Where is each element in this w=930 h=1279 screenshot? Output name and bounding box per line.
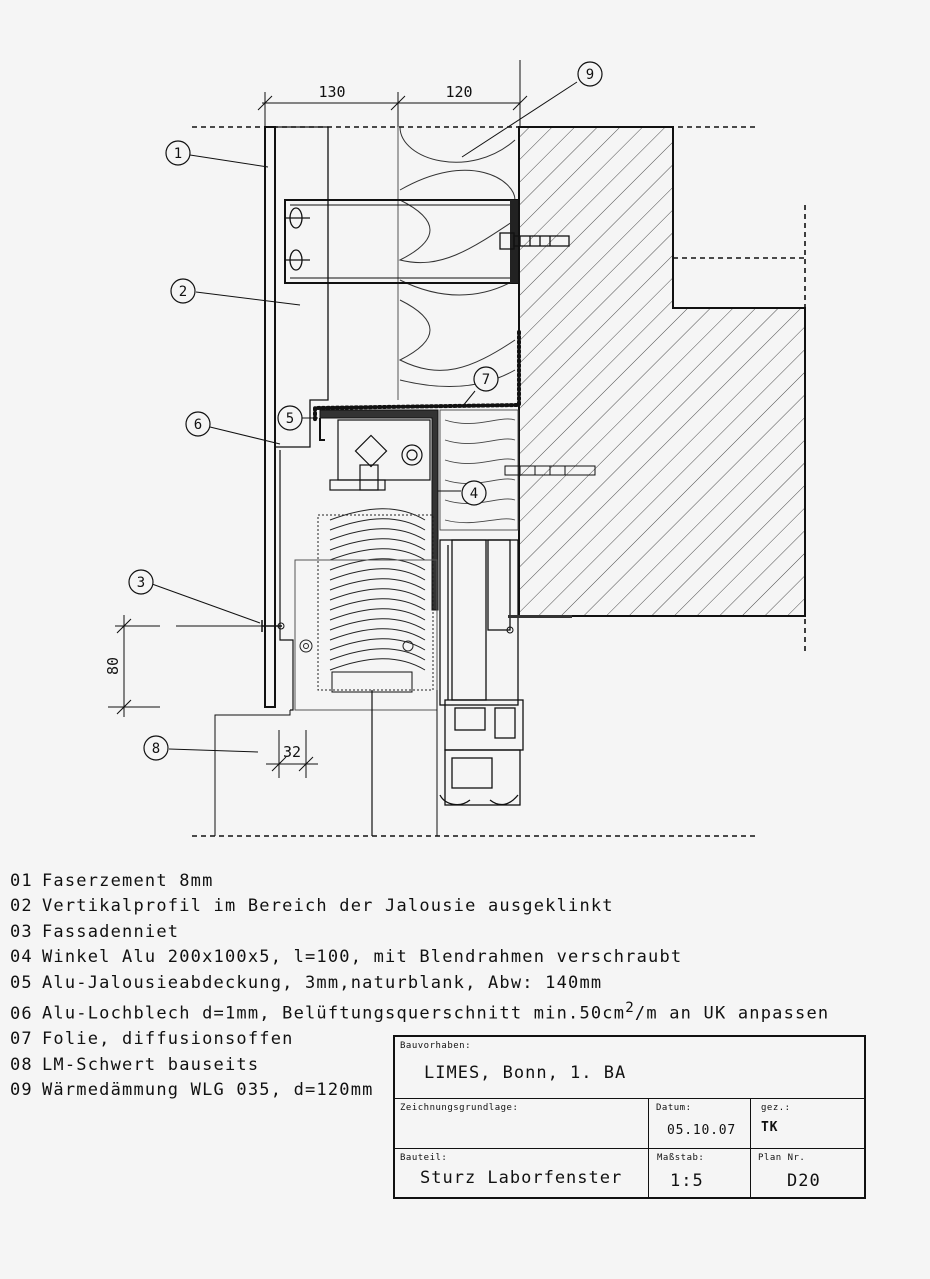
insulation xyxy=(397,126,516,400)
inner-insulation xyxy=(439,409,519,531)
scale-value: 1:5 xyxy=(670,1171,704,1191)
dim-130: 130 xyxy=(318,83,345,101)
dim-80: 80 xyxy=(104,657,122,675)
zeichnungsgrundlage-label: Zeichnungsgrundlage: xyxy=(400,1103,519,1113)
cladding-panel xyxy=(264,126,276,708)
callout-8: 8 xyxy=(143,735,169,761)
title-block: Bauvorhaben: LIMES, Bonn, 1. BA Zeichnun… xyxy=(393,1035,866,1199)
bauteil-label: Bauteil: xyxy=(400,1153,448,1163)
drawn-by-value: TK xyxy=(761,1120,779,1135)
svg-text:5: 5 xyxy=(286,411,294,427)
callout-3: 3 xyxy=(128,569,154,595)
jalousie-slats xyxy=(299,508,434,693)
project-name: LIMES, Bonn, 1. BA xyxy=(424,1063,627,1083)
facade-rivet xyxy=(261,620,282,632)
callout-1: 1 xyxy=(165,140,191,166)
datum-label: Datum: xyxy=(656,1103,692,1113)
date-value: 05.10.07 xyxy=(667,1123,737,1138)
svg-text:7: 7 xyxy=(482,372,490,388)
svg-text:1: 1 xyxy=(174,146,182,162)
vertical-profile xyxy=(275,126,329,448)
svg-text:3: 3 xyxy=(137,575,145,591)
callout-7: 7 xyxy=(473,366,499,392)
fixing-bolts xyxy=(284,207,310,271)
callout-2: 2 xyxy=(170,278,196,304)
foil-dotted xyxy=(313,330,521,422)
concrete-wall xyxy=(518,126,806,617)
plan-number: D20 xyxy=(787,1171,821,1191)
gez-label: gez.: xyxy=(761,1103,791,1113)
callout-9: 9 xyxy=(577,61,603,87)
window-frame xyxy=(439,539,524,806)
wall-dowel-top xyxy=(499,232,570,250)
jalousie-headbox xyxy=(329,419,431,491)
callout-4: 4 xyxy=(461,480,487,506)
svg-text:4: 4 xyxy=(470,486,478,502)
section-drawing: 130 120 80 32 1 2 3 4 5 6 xyxy=(104,60,806,837)
callout-6: 6 xyxy=(185,411,211,437)
svg-text:9: 9 xyxy=(586,67,594,83)
dim-120: 120 xyxy=(445,83,472,101)
leader-lines xyxy=(151,81,578,753)
svg-text:2: 2 xyxy=(179,284,187,300)
plan-label: Plan Nr. xyxy=(758,1153,806,1163)
callout-5: 5 xyxy=(277,405,303,431)
dim-32: 32 xyxy=(283,743,301,761)
svg-text:6: 6 xyxy=(194,417,202,433)
bauvorhaben-label: Bauvorhaben: xyxy=(400,1041,472,1051)
svg-text:8: 8 xyxy=(152,741,160,757)
wall-dowel-mid xyxy=(504,465,596,476)
dimension-lines xyxy=(108,60,528,778)
massstab-label: Maßstab: xyxy=(657,1153,705,1163)
component-name: Sturz Laborfenster xyxy=(420,1168,623,1188)
